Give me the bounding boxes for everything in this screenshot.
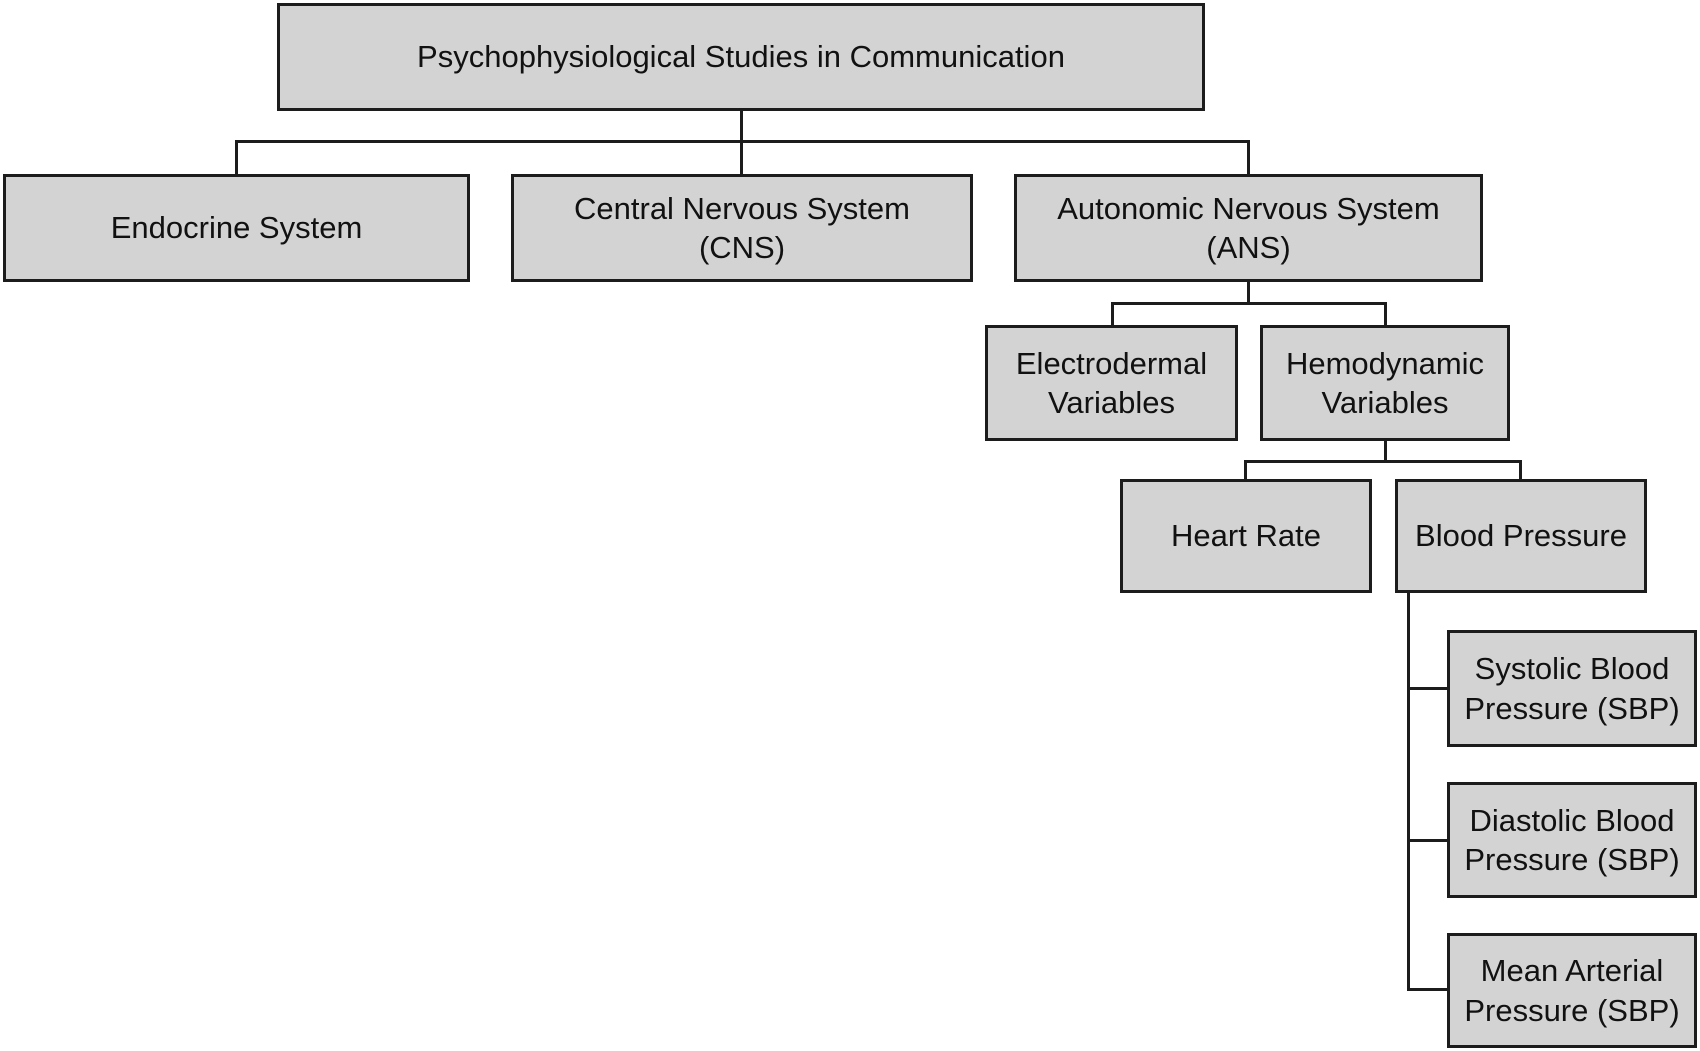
node-blood-pressure: Blood Pressure (1395, 479, 1647, 593)
connector-blood-pressure-drop-line (1519, 460, 1522, 482)
connector-heart-rate-drop-line (1244, 460, 1247, 482)
connector-bp-trunk-line (1407, 590, 1410, 991)
node-mean-arterial-pressure: Mean Arterial Pressure (SBP) (1447, 933, 1697, 1048)
connector-systolic-stub-line (1407, 687, 1449, 690)
node-heart-rate: Heart Rate (1120, 479, 1372, 593)
connector-hemodynamic-down-line (1384, 438, 1387, 463)
node-systolic-blood-pressure: Systolic Blood Pressure (SBP) (1447, 630, 1697, 747)
node-psychophysiological-studies: Psychophysiological Studies in Communica… (277, 3, 1205, 111)
node-hemodynamic-variables: Hemodynamic Variables (1260, 325, 1510, 441)
connector-level2-bus-line (235, 140, 1250, 143)
connector-hemodynamic-drop-line (1384, 302, 1387, 328)
connector-electrodermal-drop-line (1111, 302, 1114, 328)
connector-mean-arterial-stub-line (1407, 988, 1449, 991)
connector-endocrine-drop-line (235, 140, 238, 177)
connector-ans-drop-line (1247, 140, 1250, 177)
node-central-nervous-system: Central Nervous System (CNS) (511, 174, 973, 282)
connector-ans-down-line (1247, 279, 1250, 305)
connector-diastolic-stub-line (1407, 839, 1449, 842)
node-diastolic-blood-pressure: Diastolic Blood Pressure (SBP) (1447, 782, 1697, 898)
node-autonomic-nervous-system: Autonomic Nervous System (ANS) (1014, 174, 1483, 282)
connector-level4-bus-line (1244, 460, 1522, 463)
node-endocrine-system: Endocrine System (3, 174, 470, 282)
connector-level3-bus-line (1111, 302, 1387, 305)
node-electrodermal-variables: Electrodermal Variables (985, 325, 1238, 441)
